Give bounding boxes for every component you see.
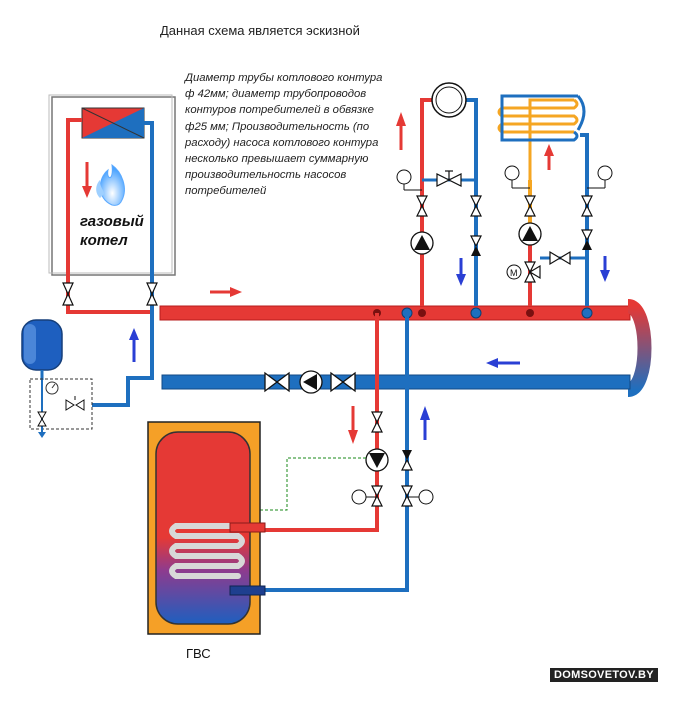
expansion-tank-icon	[21, 319, 63, 380]
boiler-supply-valve-icon	[62, 282, 74, 306]
flow-arrow-up-icon	[420, 406, 430, 440]
dhw-circuit	[245, 313, 434, 592]
thermometer-icon	[396, 169, 422, 191]
flame-icon	[96, 163, 125, 206]
check-valve-icon	[581, 229, 593, 250]
flow-arrow-down-icon	[600, 256, 610, 282]
check-valve-icon	[470, 235, 482, 256]
gas-boiler-label: газовый котел	[80, 213, 144, 249]
dhw-tank	[147, 421, 266, 635]
scheme-disclaimer-title: Данная схема является эскизной	[160, 23, 360, 38]
site-watermark: DOMSOVETOV.BY	[550, 668, 658, 682]
radiator-icon	[431, 82, 467, 118]
radiator-circuit	[396, 82, 482, 306]
flow-arrow-up-icon	[129, 328, 139, 362]
flow-arrow-right-icon	[210, 287, 242, 297]
boiler-return-valve-icon	[146, 282, 158, 306]
heating-coil-icon	[169, 523, 245, 579]
flow-arrow-left-icon	[486, 358, 520, 368]
design-note: Диаметр трубы котлового контура ф 42мм; …	[185, 72, 383, 198]
sensor-signal-line	[245, 457, 366, 511]
three-way-mixing-valve-icon: M	[506, 261, 541, 283]
supply-header-pipe	[159, 305, 631, 321]
heat-exchanger-icon	[81, 107, 145, 139]
check-valve-icon	[401, 450, 413, 471]
flow-arrow-up-icon	[544, 144, 554, 170]
thermometer-icon	[407, 489, 434, 505]
flow-arrow-down-icon	[348, 406, 358, 444]
gas-boiler	[48, 94, 176, 280]
dhw-pump-icon	[365, 448, 389, 472]
actuator-m-label: M	[510, 268, 518, 278]
underfloor-circuit: M	[497, 94, 613, 306]
boiler-circuit-pump-group	[264, 370, 356, 394]
thermometer-icon	[351, 489, 377, 505]
flow-arrow-up-icon	[396, 112, 406, 150]
pressure-gauge-icon	[45, 381, 59, 395]
return-header-pipe	[161, 374, 631, 390]
flow-arrow-down-icon	[82, 162, 92, 198]
drain-valve-icon	[37, 411, 47, 438]
bypass-valve-icon	[436, 170, 462, 187]
thermometer-icon	[504, 165, 530, 189]
underfloor-pump-icon	[518, 222, 542, 246]
radiator-pump-icon	[410, 231, 434, 255]
safety-valve-icon	[65, 396, 85, 411]
flow-arrow-down-icon	[456, 258, 466, 286]
safety-group-frame	[29, 378, 93, 430]
thermometer-icon	[587, 165, 613, 189]
balancing-valve-icon	[549, 250, 571, 266]
dhw-tank-label: ГВС	[186, 646, 211, 661]
